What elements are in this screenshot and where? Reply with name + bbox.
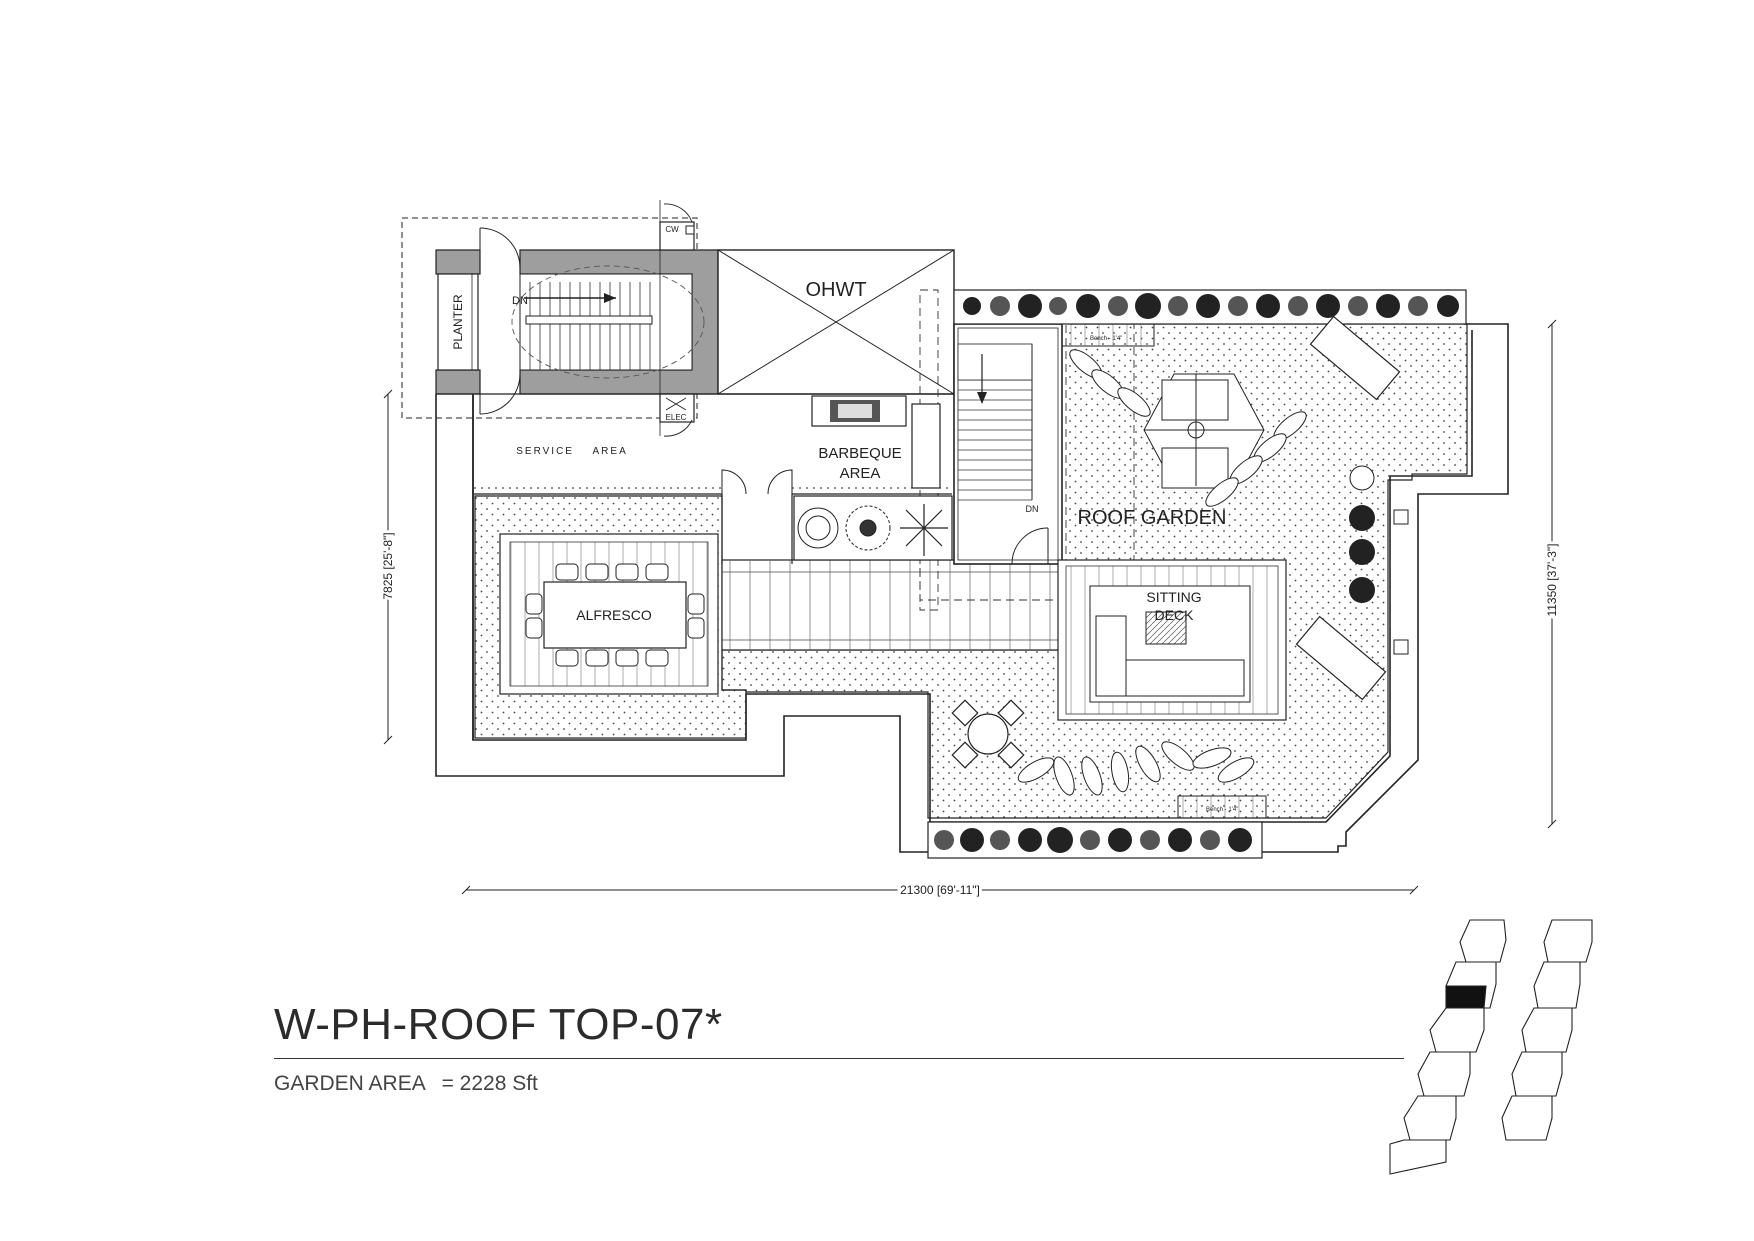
elec-label: ELEC <box>666 413 687 422</box>
title-divider <box>274 1058 1404 1059</box>
bench-bottom-label: Bench - 1'4" <box>1206 807 1238 813</box>
left-height-dimension-label: 7825 [25'-8"] <box>381 532 395 599</box>
round-table-set <box>951 699 1025 769</box>
top-planter-row <box>953 289 1467 325</box>
garden-area-line: GARDEN AREA = 2228 Sft <box>274 1072 548 1096</box>
alfresco-pergola <box>499 533 719 695</box>
stepping-stones <box>1017 349 1307 796</box>
stair-1-dn-label: DN <box>512 295 528 307</box>
garden-area-value: = 2228 Sft <box>441 1072 538 1095</box>
unit-title: W-PH-ROOF TOP-07* <box>274 1000 723 1049</box>
key-plan-tower-right <box>1501 919 1593 1141</box>
roof-garden-label: ROOF GARDEN <box>1078 507 1227 529</box>
barbeque-area <box>474 395 952 564</box>
planter-label: PLANTER <box>451 294 465 350</box>
key-plan-tower-left <box>1389 919 1507 1175</box>
ohwt-label: OHWT <box>805 279 866 301</box>
right-height-dimension <box>1547 319 1557 829</box>
barbeque-label-line1: BARBEQUE <box>818 445 901 462</box>
bench-bottom: Bench - 1'4" <box>1177 795 1267 819</box>
sitting-deck-label-line1: SITTING <box>1146 589 1201 605</box>
stair-2-dn-label: DN <box>1026 504 1039 514</box>
bench-top-label: Bench - 1'4" <box>1090 336 1122 342</box>
key-plan-highlighted-unit <box>1445 985 1487 1009</box>
sitting-deck-label-line2: DECK <box>1155 607 1195 623</box>
staircase-core-right <box>953 323 1063 565</box>
staircase-core-left <box>401 200 719 437</box>
sun-loungers <box>1295 315 1401 701</box>
alfresco-label: ALFRESCO <box>576 607 652 623</box>
bench-top: Bench - 1'4" <box>1061 323 1155 347</box>
garden-area-label: GARDEN AREA <box>274 1072 426 1095</box>
service-area-label: SERVICE AREA <box>516 446 628 457</box>
width-dimension-label: 21300 [69'-11"] <box>900 883 980 897</box>
bottom-planter-row <box>927 821 1263 859</box>
ohwt-tank <box>717 249 955 395</box>
left-height-dimension <box>383 389 393 745</box>
barbeque-label-line2: AREA <box>840 465 881 482</box>
width-dimension <box>461 885 1419 895</box>
right-height-dimension-label: 11350 [37'-3"] <box>1545 543 1559 616</box>
right-planter-column <box>1349 465 1409 655</box>
deck-walkway <box>721 559 1063 651</box>
roof-garden-gazebo <box>1143 373 1265 489</box>
cw-label: CW <box>665 225 679 234</box>
key-plan <box>1389 919 1593 1175</box>
barbeque-planter-plants <box>793 495 953 561</box>
sitting-deck <box>1057 559 1287 721</box>
